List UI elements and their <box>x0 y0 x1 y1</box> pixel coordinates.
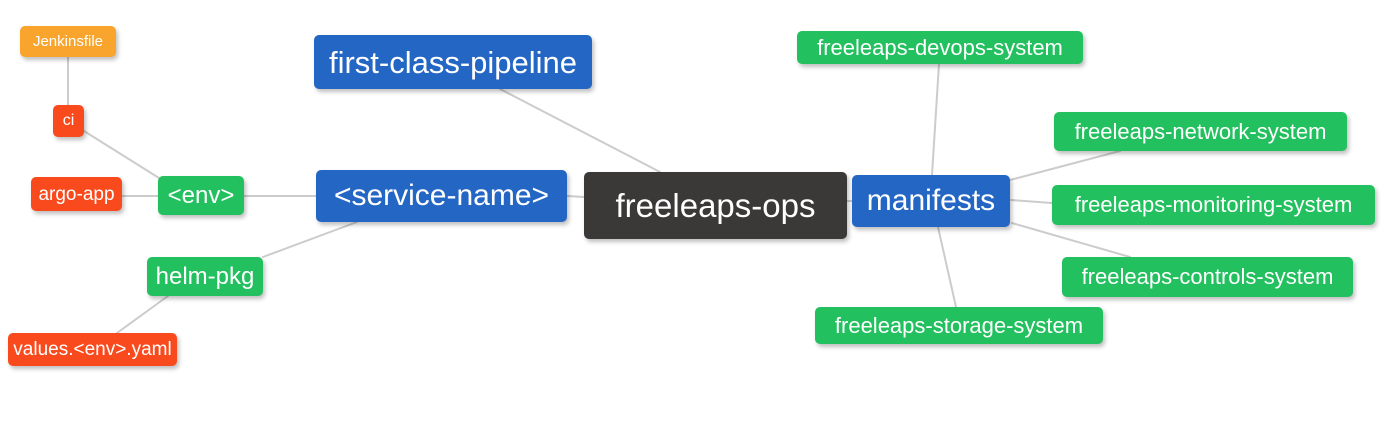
node-label: ci <box>62 112 75 129</box>
node-label: freeleaps-devops-system <box>817 34 1063 60</box>
edge-first-class-pipeline-freeleaps-ops <box>499 88 661 173</box>
node-values-env-yaml[interactable]: values.<env>.yaml <box>8 333 177 366</box>
node-service-name[interactable]: <service-name> <box>316 170 567 222</box>
node-freeleaps-storage-system[interactable]: freeleaps-storage-system <box>815 307 1103 344</box>
edge-manifests-freeleaps-devops-system <box>931 63 940 176</box>
edge-manifests-freeleaps-network-system <box>1009 150 1121 181</box>
node-freeleaps-ops[interactable]: freeleaps-ops <box>584 172 847 239</box>
node-label: helm-pkg <box>155 262 255 290</box>
node-jenkinsfile[interactable]: Jenkinsfile <box>20 26 116 57</box>
node-label: first-class-pipeline <box>328 44 578 80</box>
node-label: freeleaps-monitoring-system <box>1074 192 1353 217</box>
node-freeleaps-network-system[interactable]: freeleaps-network-system <box>1054 112 1347 151</box>
node-label: freeleaps-controls-system <box>1081 264 1334 289</box>
node-first-class-pipeline[interactable]: first-class-pipeline <box>314 35 592 89</box>
edge-helm-pkg-values-env-yaml <box>116 295 169 334</box>
node-label: manifests <box>866 184 996 217</box>
edge-service-name-freeleaps-ops <box>566 195 585 198</box>
node-label: Jenkinsfile <box>32 33 104 50</box>
edge-manifests-freeleaps-storage-system <box>937 226 957 308</box>
node-label: values.<env>.yaml <box>13 339 172 360</box>
node-argo-app[interactable]: argo-app <box>31 177 122 211</box>
node-label: <env> <box>167 181 235 209</box>
node-env[interactable]: <env> <box>158 176 244 215</box>
node-label: freeleaps-storage-system <box>834 312 1084 338</box>
node-manifests[interactable]: manifests <box>852 175 1010 227</box>
node-freeleaps-monitoring-system[interactable]: freeleaps-monitoring-system <box>1052 185 1375 225</box>
edge-ci-env <box>83 130 160 179</box>
edge-manifests-freeleaps-monitoring-system <box>1010 199 1053 204</box>
node-ci[interactable]: ci <box>53 105 84 137</box>
node-label: freeleaps-ops <box>615 187 816 224</box>
node-freeleaps-controls-system[interactable]: freeleaps-controls-system <box>1062 257 1353 297</box>
node-freeleaps-devops-system[interactable]: freeleaps-devops-system <box>797 31 1083 64</box>
edge-manifests-freeleaps-controls-system <box>1011 222 1131 258</box>
node-helm-pkg[interactable]: helm-pkg <box>147 257 263 296</box>
node-label: argo-app <box>38 183 115 205</box>
node-label: <service-name> <box>333 179 550 212</box>
node-label: freeleaps-network-system <box>1074 118 1327 144</box>
edge-service-name-helm-pkg <box>262 221 358 258</box>
